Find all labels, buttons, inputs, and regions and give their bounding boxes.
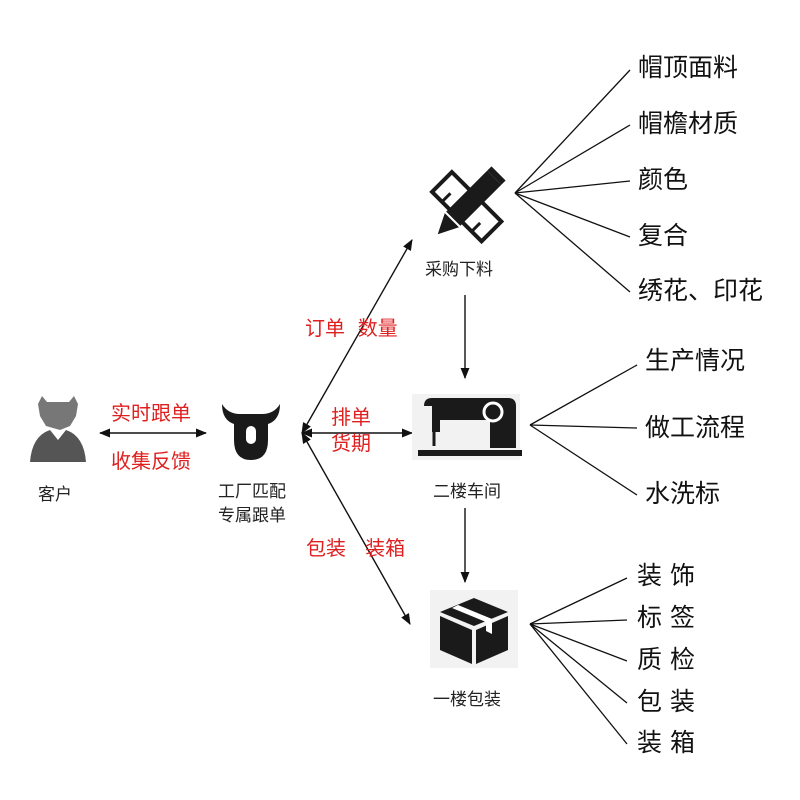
pack-box-label: 包装 装箱 (306, 536, 406, 560)
sewing-machine-icon (412, 394, 522, 460)
purchasing-item: 帽顶面料 (638, 53, 739, 82)
purchasing-fan (514, 69, 631, 293)
schedule-line2: 货期 (331, 431, 371, 455)
schedule-line1: 排单 (331, 405, 371, 429)
schedule-label: 排单 货期 (331, 404, 371, 456)
packing-item: 装 饰 (637, 561, 695, 590)
cow-head-icon (222, 404, 280, 460)
purchasing-label: 采购下料 (425, 260, 493, 280)
collect-feedback-label: 收集反馈 (111, 449, 191, 473)
merchandiser-packing-arrow (301, 432, 411, 625)
order-quantity-label: 订单 数量 (305, 316, 398, 340)
packing-fan (529, 577, 628, 745)
packing-label: 一楼包装 (433, 690, 501, 710)
merchandiser-purchasing-arrow (301, 239, 413, 434)
packing-item: 装 箱 (637, 728, 695, 757)
workshop-item: 做工流程 (645, 413, 746, 442)
box-icon (430, 590, 518, 668)
merchandiser-label: 工厂匹配 专属跟单 (200, 480, 304, 528)
purchasing-item: 帽檐材质 (638, 109, 739, 138)
workshop-item: 生产情况 (645, 346, 746, 375)
workshop-item: 水洗标 (645, 479, 721, 508)
packing-item: 包 装 (637, 687, 695, 716)
merchandiser-label-line2: 专属跟单 (218, 506, 286, 526)
packing-item: 标 签 (637, 603, 695, 632)
purchasing-item: 颜色 (638, 165, 689, 194)
merchandiser-label-line1: 工厂匹配 (218, 482, 286, 502)
realtime-tracking-label: 实时跟单 (111, 401, 191, 425)
purchasing-item: 复合 (638, 221, 689, 250)
pencil-ruler-icon (429, 166, 506, 245)
packing-item: 质 检 (637, 645, 695, 674)
customer-label: 客户 (38, 485, 72, 505)
person-icon (30, 396, 86, 462)
purchasing-item: 绣花、印花 (638, 276, 764, 305)
workshop-fan (529, 364, 638, 496)
workshop-label: 二楼车间 (433, 482, 501, 502)
